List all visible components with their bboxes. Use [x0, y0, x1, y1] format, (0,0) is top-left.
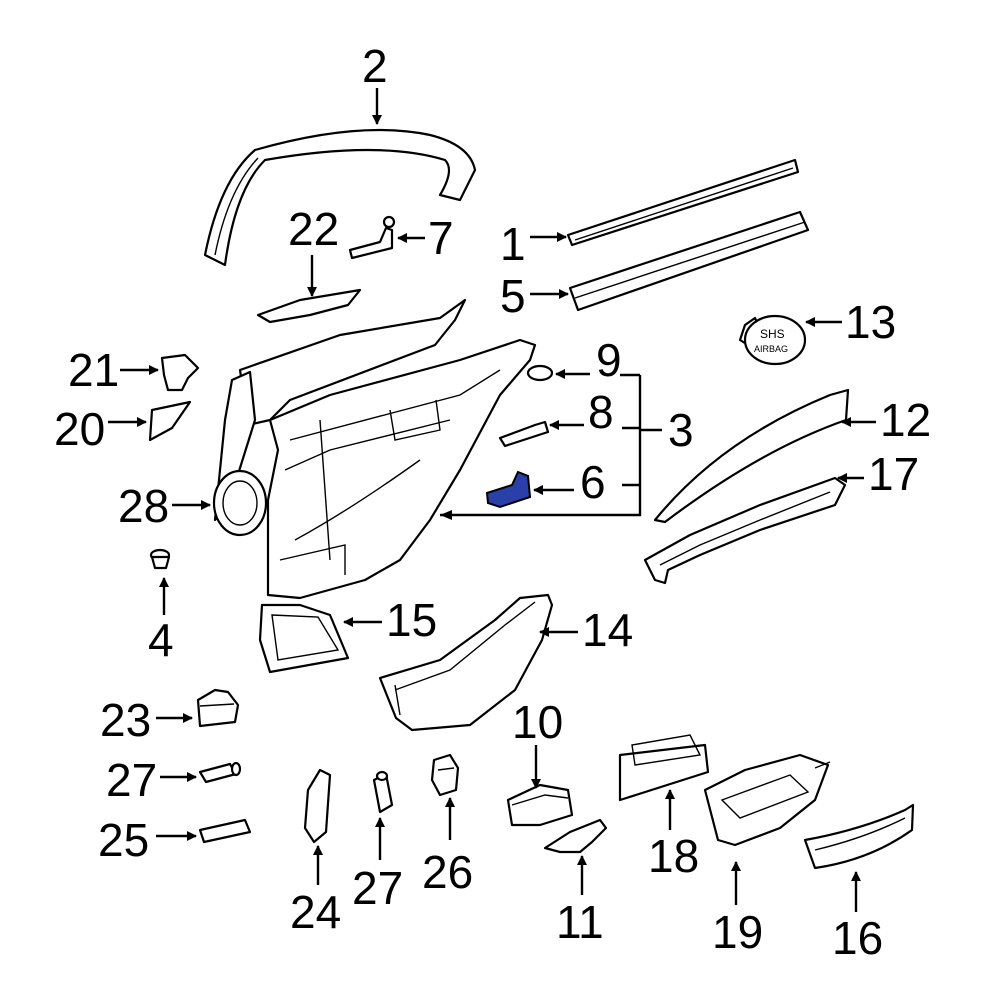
svg-text:20: 20 [54, 403, 105, 455]
part-8-handle-insert [498, 420, 550, 448]
callout-18: 18 [648, 789, 699, 882]
callout-3: 3 [668, 404, 694, 456]
part-27-bulb-middle [372, 770, 394, 814]
callout-15: 15 [343, 594, 437, 646]
svg-text:11: 11 [556, 896, 604, 948]
svg-text:10: 10 [512, 696, 563, 748]
callout-27-left: 27 [106, 754, 197, 806]
svg-text:25: 25 [98, 814, 149, 866]
part-22-trim-piece [256, 288, 362, 324]
svg-text:15: 15 [386, 594, 437, 646]
svg-text:19: 19 [712, 906, 763, 958]
part-1-belt-molding [566, 158, 800, 247]
part-7-clip [348, 215, 396, 260]
callout-7: 7 [397, 212, 454, 264]
callout-27-middle: 27 [352, 817, 403, 914]
svg-text:3: 3 [668, 404, 694, 456]
svg-text:1: 1 [500, 218, 526, 270]
callout-21: 21 [68, 344, 159, 396]
part-20-triangle-cover [148, 400, 192, 442]
part-5-weatherstrip [568, 210, 810, 312]
svg-text:22: 22 [288, 203, 339, 255]
part-3-door-panel-assembly [212, 298, 537, 600]
callout-10: 10 [512, 696, 563, 789]
svg-text:21: 21 [68, 344, 119, 396]
callout-19: 19 [712, 861, 763, 958]
svg-text:18: 18 [648, 830, 699, 882]
part-12-window-trim [653, 388, 850, 524]
callout-12: 12 [841, 394, 931, 446]
callout-4: 4 [148, 577, 174, 666]
svg-text:9: 9 [596, 334, 622, 386]
part-16-handle-trim [803, 803, 915, 870]
svg-text:13: 13 [845, 296, 896, 348]
svg-text:SHS: SHS [760, 327, 785, 341]
callout-16: 16 [832, 871, 883, 964]
callout-6: 6 [533, 456, 606, 508]
callout-8: 8 [549, 386, 614, 438]
svg-text:2: 2 [362, 40, 388, 92]
callout-25: 25 [98, 814, 197, 866]
part-19-handle-housing [703, 753, 831, 847]
svg-text:12: 12 [880, 394, 931, 446]
svg-text:6: 6 [580, 456, 606, 508]
callout-14: 14 [539, 604, 633, 656]
part-9-clip-ring [526, 364, 554, 382]
part-17-armrest-trim [643, 476, 847, 585]
part-26-connector [430, 753, 460, 797]
bracket-3 [440, 373, 662, 520]
part-4-push-pin [149, 548, 171, 570]
callout-26: 26 [422, 797, 473, 898]
callout-20: 20 [54, 403, 147, 455]
part-11-bracket [543, 818, 608, 854]
svg-text:14: 14 [582, 604, 633, 656]
svg-text:24: 24 [290, 886, 341, 938]
callout-1: 1 [500, 218, 567, 270]
svg-text:AIRBAG: AIRBAG [754, 344, 788, 354]
svg-text:28: 28 [118, 480, 169, 532]
part-23-switch [196, 688, 240, 728]
callout-24: 24 [290, 845, 341, 938]
svg-text:17: 17 [868, 448, 919, 500]
part-15-pocket-trim [258, 603, 350, 674]
callout-2: 2 [362, 40, 388, 125]
part-27-bulb-left [198, 761, 242, 784]
part-25-lens [198, 818, 252, 844]
part-2-window-molding [203, 128, 477, 267]
callout-13: 13 [805, 296, 896, 348]
svg-text:23: 23 [100, 694, 151, 746]
svg-text:7: 7 [428, 212, 454, 264]
part-6-highlighted-bracket [485, 470, 532, 509]
part-10-switch-block [506, 783, 574, 827]
part-14-door-pocket [378, 593, 554, 732]
callout-22: 22 [288, 203, 339, 297]
part-13-shs-airbag-badge: SHS AIRBAG [738, 314, 807, 366]
callout-9: 9 [555, 334, 622, 386]
part-24-trim-strip [303, 768, 332, 844]
part-18-bezel [618, 734, 710, 802]
callout-28: 28 [118, 480, 211, 532]
callout-17: 17 [837, 448, 919, 500]
part-21-corner-cover [160, 353, 200, 392]
svg-text:4: 4 [148, 614, 174, 666]
svg-text:27: 27 [352, 862, 403, 914]
svg-text:5: 5 [500, 270, 526, 322]
svg-text:26: 26 [422, 846, 473, 898]
svg-text:8: 8 [588, 386, 614, 438]
callout-23: 23 [100, 694, 193, 746]
callout-11: 11 [556, 855, 604, 948]
callout-5: 5 [500, 270, 569, 322]
svg-text:27: 27 [106, 754, 157, 806]
svg-text:16: 16 [832, 912, 883, 964]
